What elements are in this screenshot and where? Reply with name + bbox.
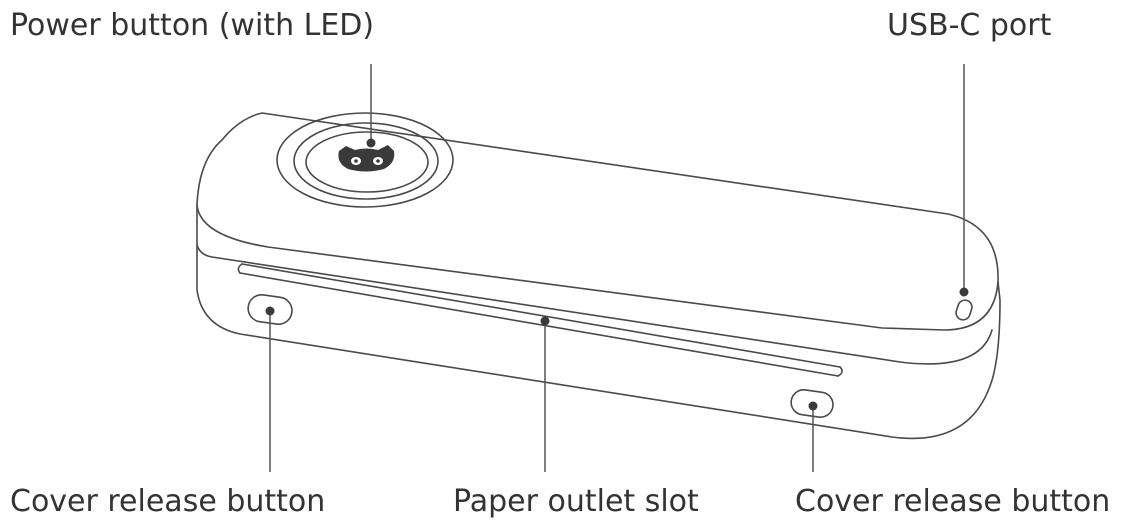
power-button-middle-ring [293, 122, 439, 200]
cover-release-left-label: Cover release button [10, 484, 326, 519]
power-button-outer-ring [276, 112, 454, 208]
printer-right-edge [997, 281, 1001, 301]
power-button-inner-ring [305, 131, 429, 193]
callout-dot-power [366, 138, 376, 148]
printer-top-face [196, 112, 999, 331]
cover-release-button-left [247, 294, 293, 325]
paper-outlet-slot [237, 263, 843, 377]
paper-outlet-label: Paper outlet slot [453, 484, 699, 519]
callout-dot-cover-right [808, 401, 818, 411]
callout-dot-cover-left [265, 306, 275, 316]
usb-c-port [955, 299, 973, 321]
power-button-label: Power button (with LED) [10, 8, 375, 43]
printer-body [196, 112, 1001, 440]
usb-c-port-label: USB-C port [887, 8, 1052, 43]
printer-base-side [196, 244, 1001, 440]
callout-dot-usb [959, 287, 969, 297]
printer-cover-side [196, 204, 993, 365]
cat-logo-icon [338, 145, 395, 172]
callout-dot-paper [540, 316, 550, 326]
power-button [276, 112, 454, 208]
cover-release-button-right [790, 389, 834, 418]
cover-release-right-label: Cover release button [795, 484, 1111, 519]
